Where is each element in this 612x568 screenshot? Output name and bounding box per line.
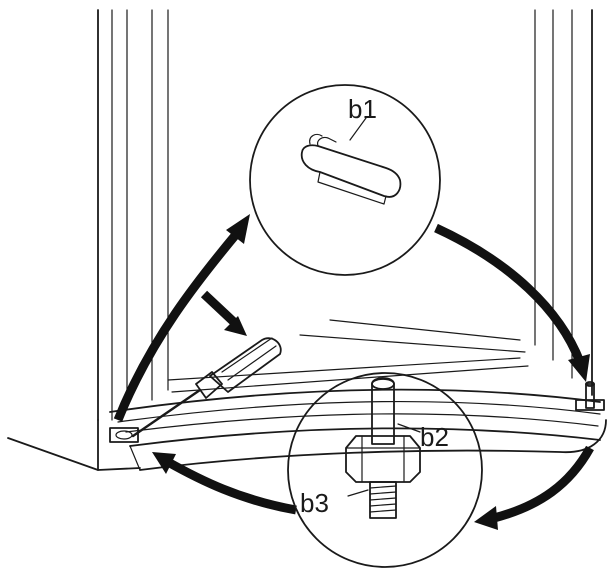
label-b3: b3 [300,488,329,518]
arrow-up-to-b1 [113,214,250,422]
detail-circle-b2-b3: b2 b3 [287,372,483,568]
base-plate [109,388,607,471]
cabinet-body [7,9,593,471]
left-hinge [109,427,139,443]
arrow-b1-to-right-hinge [434,223,590,382]
hex-nut-icon [345,435,421,483]
right-hinge-pin [575,381,605,411]
arrow-right-to-b2 [474,445,594,530]
screwdriver-icon [131,337,282,438]
pointer-arrow [200,290,247,336]
adjustable-foot-icon [345,377,421,519]
arrow-b3-to-left-hinge [152,452,297,515]
detail-circle-b1: b1 [249,84,441,276]
door-pin-icon [300,133,402,205]
label-b1: b1 [348,94,377,124]
label-b2: b2 [420,422,449,452]
